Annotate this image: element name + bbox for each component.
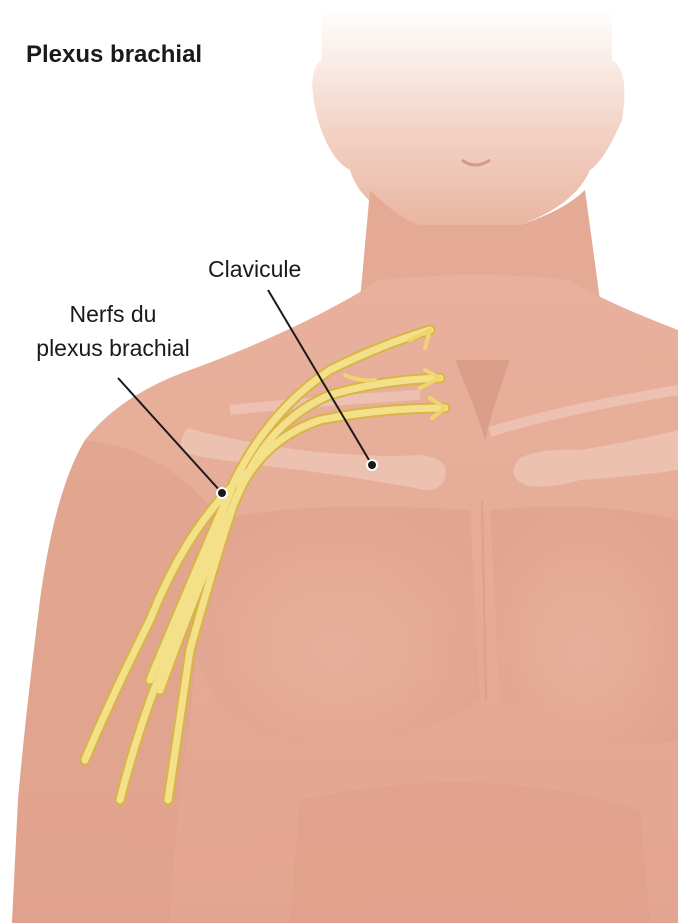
nerves-pointer-dot — [217, 488, 227, 498]
clavicle-pointer-dot — [367, 460, 377, 470]
diagram-title: Plexus brachial — [26, 41, 202, 68]
abdomen-shade — [290, 782, 650, 923]
right-pectoral — [490, 507, 678, 745]
nerves-label-line2: plexus brachial — [36, 335, 189, 361]
clavicle-label: Clavicule — [208, 256, 301, 282]
nerves-label-line1: Nerfs du — [70, 301, 157, 327]
head — [272, 10, 624, 225]
left-pectoral — [195, 507, 480, 745]
